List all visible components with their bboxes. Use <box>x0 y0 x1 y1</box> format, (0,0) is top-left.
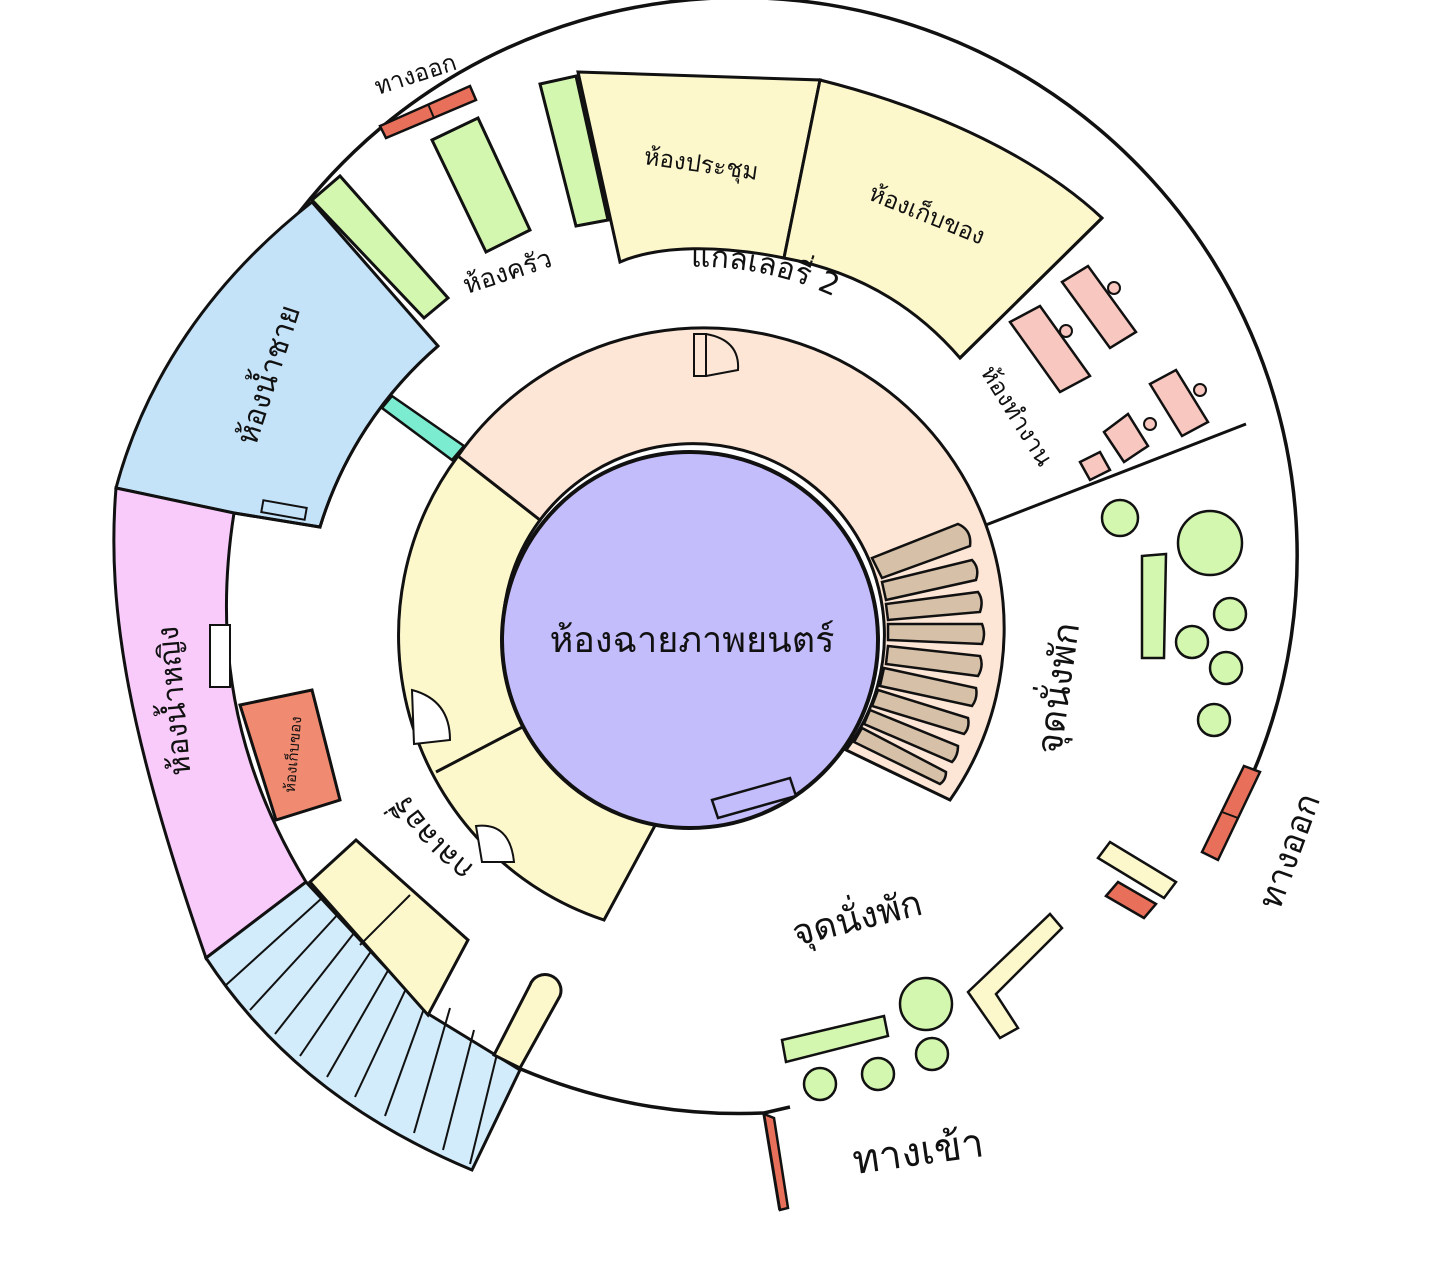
planter-circle-icon <box>802 1066 838 1102</box>
planter-circle-icon <box>1174 624 1210 660</box>
cinema-seat-row-icon <box>884 590 983 622</box>
entrance-door-icon <box>762 1112 790 1212</box>
planter-circle-icon <box>860 1056 896 1092</box>
cinema-seat-row-icon <box>884 644 983 678</box>
cinema-seat-row-icon <box>878 666 978 708</box>
meeting-room[interactable]: ห้องประชุม <box>576 70 822 265</box>
planter-circle-icon <box>898 976 954 1032</box>
planter-circle-icon <box>1176 509 1244 577</box>
cinema-seat-row-icon <box>880 558 979 602</box>
planter-circle-icon <box>1208 650 1244 686</box>
exit-door-icon <box>1200 764 1262 862</box>
planter-circle-icon <box>1212 596 1248 632</box>
cinema-seats <box>852 522 986 786</box>
cinema-seat-row-icon <box>870 522 972 580</box>
cinema-lobby-ring <box>455 326 1006 802</box>
cinema-label: ห้องฉายภาพยนตร์ <box>550 620 835 661</box>
cinema[interactable]: ห้องฉายภาพยนตร์ <box>500 450 880 830</box>
cinema-seat-row-icon <box>870 688 970 736</box>
cinema-door-icon <box>710 776 798 820</box>
restroom-door-icon <box>260 499 308 521</box>
door-swing-icon <box>474 824 516 863</box>
cinema-seat-row-icon <box>886 622 986 646</box>
exit-right-label: ทางออก <box>1250 788 1328 914</box>
womens-restroom[interactable]: ห้องน้ำหญิง <box>112 486 308 961</box>
door-swing-icon <box>705 333 740 377</box>
kitchen-label: ห้องครัว <box>459 244 555 301</box>
storage-room[interactable]: ห้องเก็บของ <box>782 78 1105 361</box>
entrance-label: ทางเข้า <box>850 1120 987 1184</box>
exit-top-label: ทางออก <box>371 48 460 101</box>
planter-circle-icon <box>1100 498 1140 538</box>
door-swing-icon <box>410 688 452 746</box>
cinema-seat-row-icon <box>862 708 960 764</box>
cinema-seat-row-icon <box>852 726 948 786</box>
exit-door-icon <box>378 84 478 140</box>
planter-circle-icon <box>1196 702 1232 738</box>
small-storage-room[interactable]: ห้องเก็บของ <box>238 688 342 822</box>
exit-top[interactable]: ทางออก <box>371 48 478 140</box>
mens-restroom[interactable]: ห้องน้ำชาย <box>114 199 441 529</box>
exit-right[interactable]: ทางออก <box>1200 764 1329 914</box>
planter-circle-icon <box>914 1036 950 1072</box>
restroom-door-icon <box>209 624 231 688</box>
staircase <box>203 879 522 1172</box>
gallery-1-display-units <box>307 837 563 1070</box>
